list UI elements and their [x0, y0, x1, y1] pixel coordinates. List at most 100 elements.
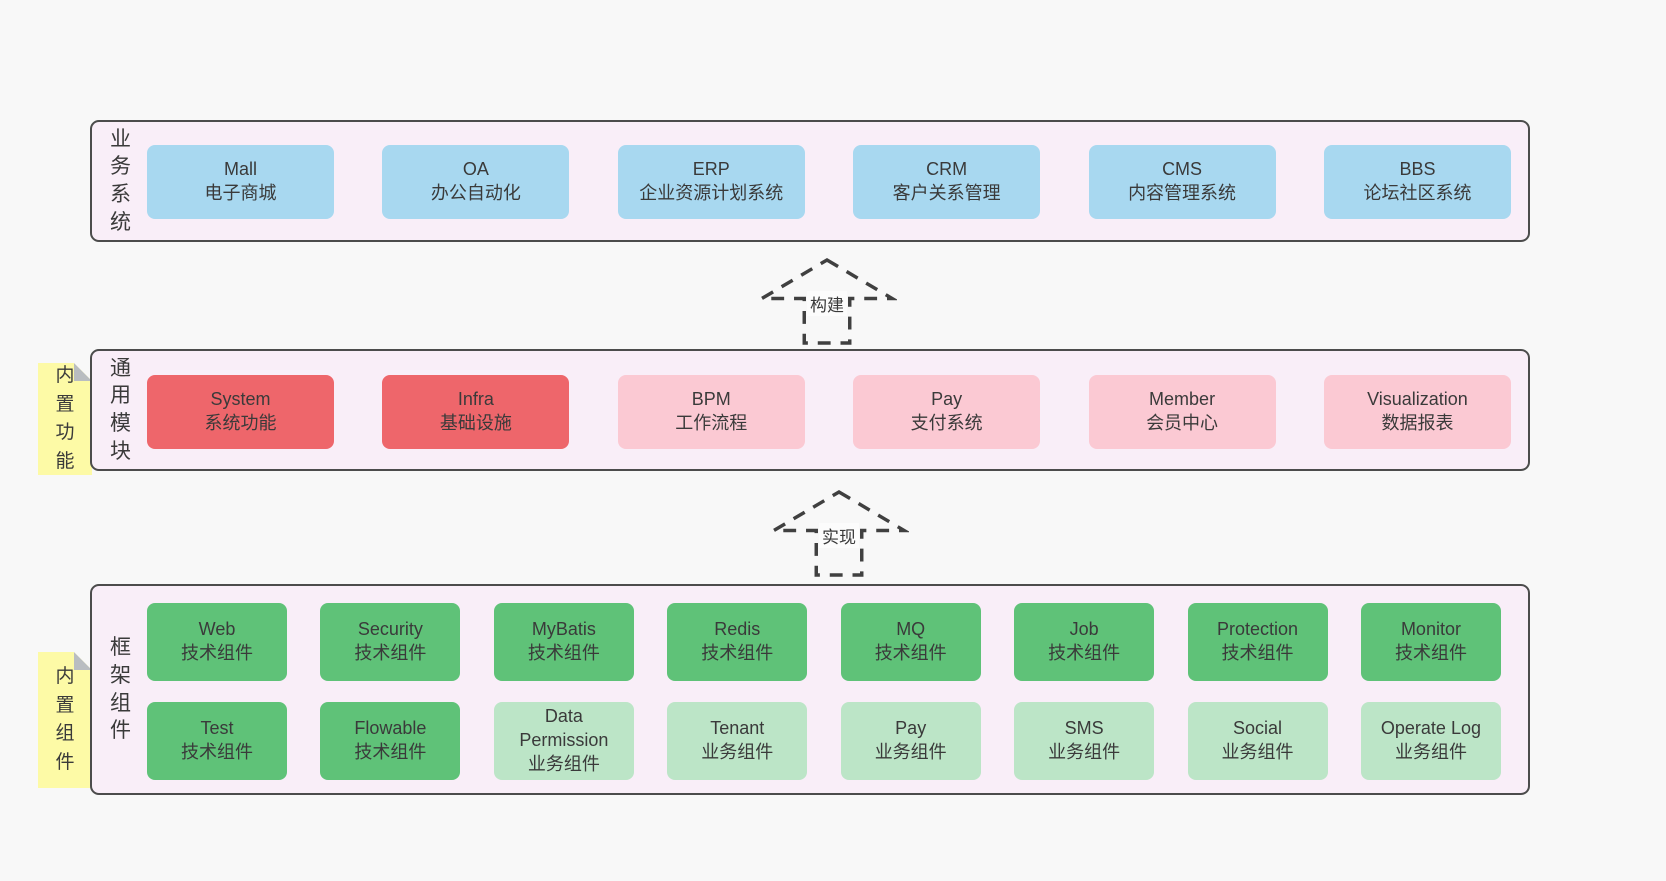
box-title: MQ — [896, 619, 926, 640]
box-subtitle: 技术组件 — [701, 643, 774, 663]
box-bbs: BBS 论坛社区系统 — [1323, 145, 1511, 219]
box-title: Protection — [1217, 619, 1299, 640]
box-web: Web 技术组件 — [147, 603, 287, 681]
box-title: Infra — [457, 389, 494, 410]
box-subtitle: 论坛社区系统 — [1363, 183, 1472, 203]
box-social: Social 业务组件 — [1187, 702, 1328, 780]
box-subtitle: 业务组件 — [701, 742, 774, 762]
box-job: Job 技术组件 — [1014, 603, 1155, 681]
arrow-build: 构建 — [757, 257, 897, 346]
box-subtitle: 技术组件 — [354, 742, 427, 762]
arrow-build-label: 构建 — [807, 291, 847, 316]
box-security: Security 技术组件 — [320, 603, 461, 681]
box-subtitle: 技术组件 — [527, 643, 600, 663]
box-title: Member — [1149, 389, 1216, 410]
box-title: Social — [1233, 718, 1283, 739]
box-tenant: Tenant 业务组件 — [667, 702, 808, 780]
box-title: BPM — [691, 389, 731, 410]
box-subtitle: 支付系统 — [910, 413, 983, 433]
box-title: Operate Log — [1380, 718, 1481, 739]
box-title: Data Permission — [519, 706, 609, 751]
box-subtitle: 办公自动化 — [430, 183, 521, 203]
box-mybatis: MyBatis 技术组件 — [493, 603, 634, 681]
box-subtitle: 客户关系管理 — [892, 183, 1001, 203]
box-subtitle: 内容管理系统 — [1128, 183, 1237, 203]
box-subtitle: 技术组件 — [181, 643, 253, 663]
sticky-note-builtin-components: 内置组件 — [38, 652, 92, 788]
arrow-implement-label: 实现 — [819, 523, 859, 548]
box-oa: OA 办公自动化 — [382, 145, 570, 219]
box-subtitle: 技术组件 — [354, 643, 427, 663]
business-row: Mall 电子商城 OA 办公自动化 ERP 企业资源计划系统 CRM 客户关系… — [147, 145, 1511, 219]
box-pay-component: Pay 业务组件 — [840, 702, 981, 780]
box-subtitle: 业务组件 — [1048, 742, 1121, 762]
box-subtitle: 业务组件 — [874, 742, 947, 762]
up-arrow-dashed-icon — [757, 257, 897, 345]
box-mall: Mall 电子商城 — [147, 145, 334, 219]
box-flowable: Flowable 技术组件 — [320, 702, 461, 780]
section-modules-label-text: 通用模块 — [109, 356, 131, 463]
box-title: Pay — [895, 718, 927, 739]
box-infra: Infra 基础设施 — [382, 375, 570, 449]
box-sms: SMS 业务组件 — [1014, 702, 1155, 780]
box-member: Member 会员中心 — [1088, 375, 1276, 449]
box-title: MyBatis — [531, 619, 596, 640]
box-title: Flowable — [354, 718, 427, 739]
box-title: Security — [357, 619, 423, 640]
box-subtitle: 业务组件 — [1221, 742, 1294, 762]
box-title: Pay — [931, 389, 963, 410]
box-subtitle: 电子商城 — [204, 183, 277, 203]
box-title: Job — [1069, 619, 1099, 640]
modules-row: System 系统功能 Infra 基础设施 BPM 工作流程 Pay 支付系统… — [147, 375, 1511, 449]
section-common-modules: 通用模块 System 系统功能 Infra 基础设施 BPM 工作流程 Pay… — [90, 349, 1530, 471]
section-components-label: 框架组件 — [92, 586, 149, 793]
box-title: Redis — [714, 619, 761, 640]
sticky-note-text: 内置功能 — [55, 365, 75, 472]
box-subtitle: 业务组件 — [1394, 742, 1467, 762]
box-title: Mall — [223, 159, 257, 180]
box-subtitle: 系统功能 — [204, 413, 277, 433]
sticky-note-builtin-features: 内置功能 — [38, 363, 92, 475]
box-subtitle: 企业资源计划系统 — [639, 183, 784, 203]
box-subtitle: 技术组件 — [1048, 643, 1121, 663]
box-subtitle: 技术组件 — [1221, 643, 1294, 663]
sticky-note-text: 内置组件 — [55, 666, 75, 773]
box-subtitle: 技术组件 — [874, 643, 947, 663]
box-data-permission: Data Permission 业务组件 — [493, 702, 634, 780]
box-mq: MQ 技术组件 — [840, 603, 981, 681]
box-pay-module: Pay 支付系统 — [853, 375, 1041, 449]
box-subtitle: 数据报表 — [1381, 413, 1454, 433]
box-title: BBS — [1399, 159, 1436, 180]
box-title: ERP — [692, 159, 730, 180]
box-subtitle: 工作流程 — [675, 413, 748, 433]
section-framework-components: 框架组件 Web 技术组件 Security 技术组件 MyBatis 技术组件… — [90, 584, 1530, 795]
box-operate-log: Operate Log 业务组件 — [1360, 702, 1501, 780]
box-bpm: BPM 工作流程 — [617, 375, 805, 449]
section-components-label-text: 框架组件 — [109, 636, 131, 743]
box-subtitle: 会员中心 — [1146, 413, 1219, 433]
box-subtitle: 业务组件 — [527, 753, 600, 774]
components-row-1: Web 技术组件 Security 技术组件 MyBatis 技术组件 Redi… — [147, 603, 1501, 681]
box-title: System — [210, 389, 271, 410]
box-cms: CMS 内容管理系统 — [1088, 145, 1276, 219]
section-modules-label: 通用模块 — [92, 351, 149, 469]
box-title: Web — [198, 619, 236, 640]
box-title: SMS — [1064, 718, 1104, 739]
box-title: CRM — [926, 159, 968, 180]
box-title: Monitor — [1400, 619, 1461, 640]
section-business-label-text: 业务系统 — [109, 127, 131, 234]
box-monitor: Monitor 技术组件 — [1360, 603, 1501, 681]
box-title: Test — [200, 718, 234, 739]
section-business-systems: 业务系统 Mall 电子商城 OA 办公自动化 ERP 企业资源计划系统 CRM… — [90, 120, 1530, 242]
box-erp: ERP 企业资源计划系统 — [617, 145, 805, 219]
box-title: CMS — [1162, 159, 1203, 180]
box-subtitle: 技术组件 — [1394, 643, 1467, 663]
box-protection: Protection 技术组件 — [1187, 603, 1328, 681]
box-crm: CRM 客户关系管理 — [853, 145, 1041, 219]
section-business-label: 业务系统 — [92, 122, 149, 240]
box-title: Tenant — [710, 718, 765, 739]
arrow-implement: 实现 — [769, 489, 909, 578]
up-arrow-dashed-icon — [769, 489, 909, 577]
box-visualization: Visualization 数据报表 — [1323, 375, 1511, 449]
components-row-2: Test 技术组件 Flowable 技术组件 Data Permission … — [147, 702, 1501, 780]
